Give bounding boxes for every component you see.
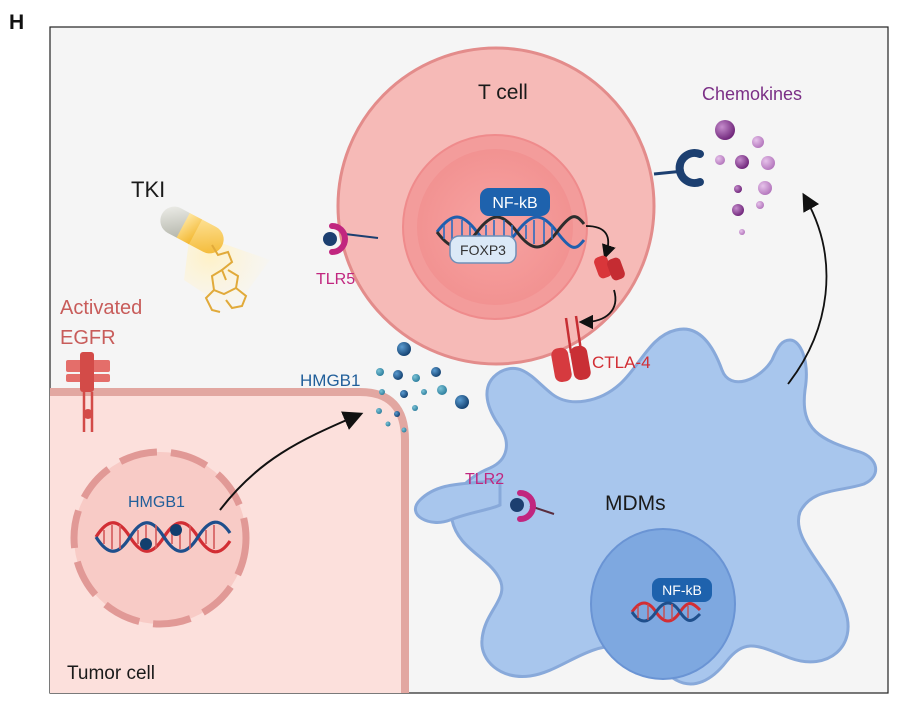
- tki-molecule: [204, 244, 248, 313]
- nfkb-mdm-badge: [652, 578, 712, 602]
- tki-capsule: [160, 206, 224, 254]
- tlr5-label: TLR5: [316, 271, 355, 288]
- nfkb-tcell-badge: [480, 188, 550, 216]
- tcell-transcription-arrow: [585, 225, 616, 260]
- mdms-label: MDMs: [605, 492, 666, 515]
- tumor-nucleus: [70, 448, 250, 628]
- foxp3-badge: [449, 235, 517, 264]
- tumor-cell-label: Tumor cell: [67, 663, 155, 684]
- chemokine-receptor: [653, 149, 704, 187]
- mdm-cell: [449, 327, 877, 686]
- hmgb1-particles: [376, 342, 469, 433]
- ctla4-label: CTLA-4: [592, 353, 651, 372]
- activated-label: Activated: [60, 297, 142, 319]
- mdm-dna: [630, 601, 702, 623]
- tumor-dna: [94, 520, 232, 554]
- t-cell-label: T cell: [478, 81, 528, 104]
- nfkb-mdm-label: NF-kB: [662, 582, 702, 598]
- chemokines-label: Chemokines: [702, 84, 802, 104]
- chemokine-particles: [715, 120, 775, 235]
- ctla4-receptor: [551, 315, 591, 383]
- tki-label: TKI: [131, 177, 165, 202]
- egfr-receptor: [66, 352, 110, 432]
- hmgb1-released-label: HMGB1: [300, 371, 360, 390]
- tcell-export-arrow: [578, 289, 617, 330]
- foxp3-label: FOXP3: [460, 242, 506, 258]
- mdm-pseudopod-left: [413, 478, 502, 524]
- egfr-label: EGFR: [60, 327, 116, 349]
- panel-letter: H: [9, 11, 24, 34]
- ctla4-protein-intracellular: [594, 255, 625, 281]
- nfkb-tcell-label: NF-kB: [492, 195, 537, 212]
- tlr2-label: TLR2: [465, 471, 504, 488]
- hmgb1-release-arrow: [219, 411, 364, 511]
- hmgb1-nucleus-label: HMGB1: [128, 494, 185, 511]
- tlr5-receptor: [323, 223, 379, 255]
- tlr2-receptor: [510, 490, 555, 522]
- mdm-to-chemokines-arrow: [787, 192, 828, 385]
